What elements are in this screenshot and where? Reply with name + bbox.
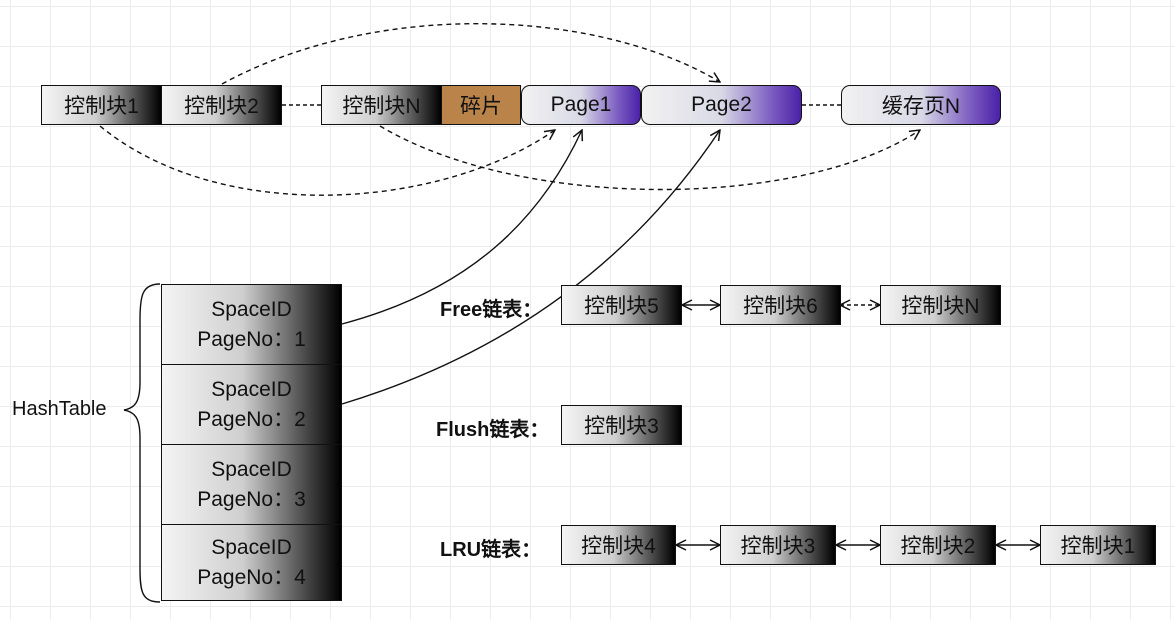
buffer-ctrl-block-1: 控制块1 bbox=[41, 85, 162, 125]
hashtable-row-1-spaceid: SpaceID bbox=[211, 297, 292, 321]
free-list-item-2: 控制块6 bbox=[720, 285, 841, 325]
cache-page-n: 缓存页N bbox=[841, 85, 1001, 125]
flush-list-item-1: 控制块3 bbox=[561, 405, 682, 445]
hashtable-label: HashTable bbox=[12, 398, 107, 420]
hash1-to-page1-arrow bbox=[341, 130, 582, 325]
flush-list-label: Flush链表： bbox=[436, 419, 550, 441]
hashtable-row-2: SpaceID PageNo：2 bbox=[161, 364, 342, 445]
hash2-to-page2-arrow bbox=[341, 130, 720, 405]
lru-list-item-1: 控制块4 bbox=[561, 525, 676, 565]
cache-page-1: Page1 bbox=[521, 85, 641, 125]
hashtable-brace bbox=[123, 283, 161, 603]
buffer-ctrl-block-2: 控制块2 bbox=[161, 85, 282, 125]
ctrl1-to-page1-arrow bbox=[99, 125, 555, 196]
hashtable-row-4-spaceid: SpaceID bbox=[211, 535, 292, 559]
ctrl2-to-page2-arrow bbox=[221, 23, 720, 85]
hashtable-row-3: SpaceID PageNo：3 bbox=[161, 444, 342, 525]
lru-list-item-2: 控制块3 bbox=[720, 525, 836, 565]
free-list-item-1: 控制块5 bbox=[561, 285, 682, 325]
fragment-block: 碎片 bbox=[441, 85, 521, 125]
hashtable-row-1-pageno: PageNo：1 bbox=[197, 327, 306, 351]
lru-list-label: LRU链表： bbox=[440, 539, 542, 561]
free-list-label: Free链表： bbox=[440, 299, 543, 321]
free-list-item-3: 控制块N bbox=[880, 285, 1001, 325]
hashtable-row-3-pageno: PageNo：3 bbox=[197, 487, 306, 511]
hashtable-row-2-pageno: PageNo：2 bbox=[197, 407, 306, 431]
hashtable-row-1: SpaceID PageNo：1 bbox=[161, 284, 342, 365]
hashtable-row-2-spaceid: SpaceID bbox=[211, 377, 292, 401]
hashtable-row-4-pageno: PageNo：4 bbox=[197, 565, 306, 589]
ctrlN-to-cacheN-arrow bbox=[379, 125, 920, 191]
hashtable-row-4: SpaceID PageNo：4 bbox=[161, 524, 342, 601]
lru-list-item-4: 控制块1 bbox=[1040, 525, 1156, 565]
hashtable-row-3-spaceid: SpaceID bbox=[211, 457, 292, 481]
buffer-ctrl-block-n: 控制块N bbox=[321, 85, 442, 125]
lru-list-item-3: 控制块2 bbox=[880, 525, 996, 565]
cache-page-2: Page2 bbox=[641, 85, 802, 125]
